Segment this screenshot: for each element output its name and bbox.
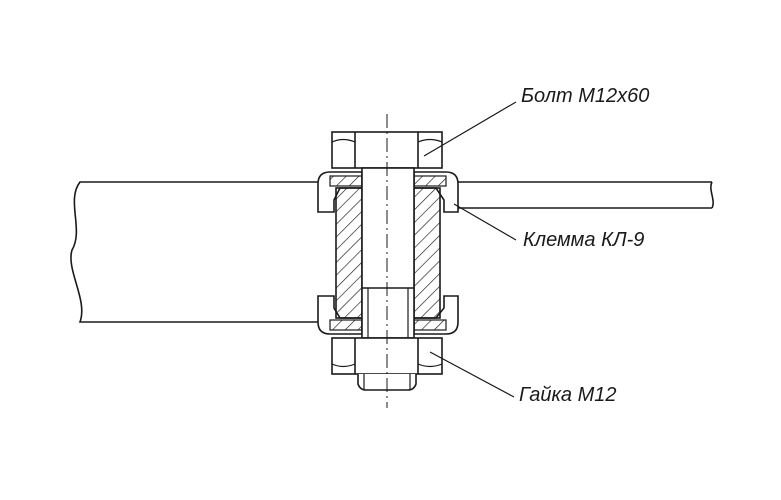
nut-callout: Гайка М12 (519, 384, 617, 406)
bolt-callout: Болт М12х60 (521, 85, 650, 107)
left-busbar (70, 181, 322, 323)
clamp-body (317, 171, 459, 335)
leader-lines (423, 101, 517, 398)
bolt-shank (361, 167, 415, 339)
right-strip (456, 181, 714, 209)
clamp-callout: Клемма КЛ-9 (523, 229, 645, 251)
